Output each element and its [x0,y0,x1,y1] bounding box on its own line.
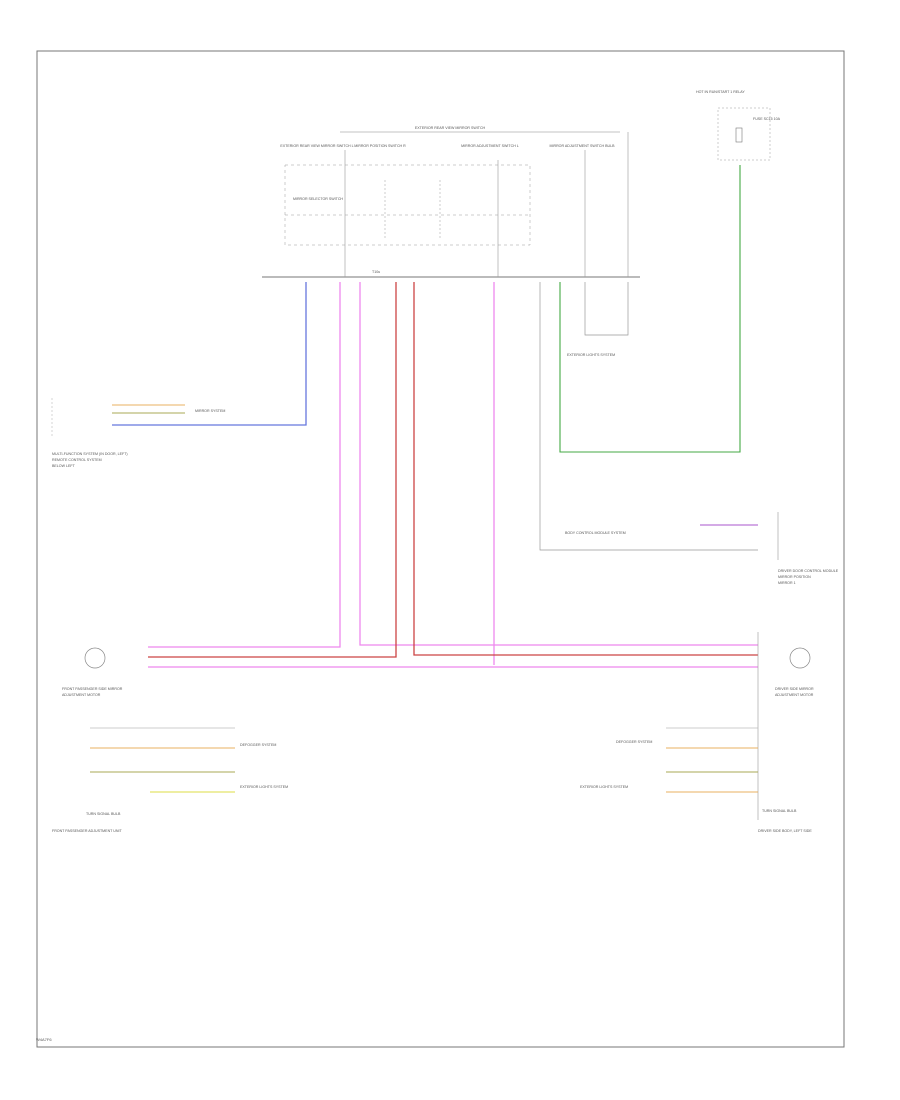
footer-code: W4A7F6 [36,1037,52,1042]
switch-title: EXTERIOR REAR VIEW MIRROR SWITCH [415,126,486,130]
wire-grey-2 [584,282,629,336]
diagram-frame [36,50,845,1048]
exterior-lights-left-label: EXTERIOR LIGHTS SYSTEM [240,785,288,789]
fuse-block: HOT IN RUN/START 1 RELAY FUSE SC15 10A [696,90,781,161]
defogger-left-label: DEFOGGER SYSTEM [240,743,276,747]
exterior-lights-right-label: EXTERIOR LIGHTS SYSTEM [580,785,628,789]
switch-sub-label-4: MIRROR ADJUSTMENT SWITCH BULB [549,144,615,148]
left-ground-block: MIRROR SYSTEM MULTI-FUNCTION SYSTEM (IN … [51,398,225,468]
right-ground-bulb-label: TURN SIGNAL BULB [762,809,797,813]
defogger-right-label: DEFOGGER SYSTEM [616,740,652,744]
fuse-icon [735,127,743,143]
right-control-line2: MIRROR 1 [778,581,796,585]
left-ground-label: MULTI-FUNCTION SYSTEM (IN DOOR, LEFT) [52,452,128,456]
mirror-switch-assembly: EXTERIOR REAR VIEW MIRROR SWITCH EXTERIO… [262,126,640,278]
wire-green [559,165,741,453]
wire-pink-1 [148,282,341,648]
left-mirror-sub: ADJUSTMENT MOTOR [62,693,101,697]
switch-sub-label-3: MIRROR ADJUSTMENT SWITCH L [461,144,519,148]
left-mirror-block: FRONT PASSENGER SIDE MIRROR ADJUSTMENT M… [52,647,288,833]
wire-pink-2 [359,282,758,646]
left-unit-label: FRONT PASSENGER ADJUSTMENT UNIT [52,829,122,833]
left-ground-bulb-label: TURN SIGNAL BULB [86,812,121,816]
wire-red-1 [148,282,397,658]
left-ground-line3: BELOW LEFT [52,464,76,468]
right-mirror-block: DRIVER SIDE MIRROR ADJUSTMENT MOTOR DEFO… [580,632,814,833]
right-control-block: DRIVER DOOR CONTROL MODULE MIRROR POSITI… [777,512,839,585]
left-mirror-label: FRONT PASSENGER SIDE MIRROR [62,687,123,691]
label-body-module: BODY CONTROL MODULE SYSTEM [565,531,626,535]
fuse-label: FUSE SC15 10A [753,117,781,121]
left-system-label: MIRROR SYSTEM [195,409,225,413]
right-unit-label: DRIVER SIDE BODY, LEFT SIDE [758,829,812,833]
right-mirror-label: DRIVER SIDE MIRROR [775,687,814,691]
right-control-label: DRIVER DOOR CONTROL MODULE [778,569,839,573]
switch-sub-label-1: EXTERIOR REAR VIEW MIRROR SWITCH L [280,144,353,148]
left-ground-line2: REMOTE CONTROL SYSTEM [52,458,102,462]
left-mirror-motor-icon [84,647,106,669]
label-exterior-lights: EXTERIOR LIGHTS SYSTEM [567,353,615,357]
fuse-title: HOT IN RUN/START 1 RELAY [696,90,745,94]
right-mirror-motor-icon [789,647,811,669]
switch-connector-label: T10u [372,270,380,274]
wire-labels: EXTERIOR LIGHTS SYSTEM BODY CONTROL MODU… [565,353,626,535]
wire-group [112,165,758,668]
wire-blue [112,282,307,426]
wire-grey-1 [539,282,758,551]
right-mirror-sub: ADJUSTMENT MOTOR [775,693,814,697]
wire-red-2 [413,282,758,656]
switch-sub-label-2: MIRROR POSITION SWITCH R [354,144,406,148]
switch-sub-label-5: MIRROR SELECTOR SWITCH [293,197,343,201]
right-control-sub: MIRROR POSITION [778,575,811,579]
